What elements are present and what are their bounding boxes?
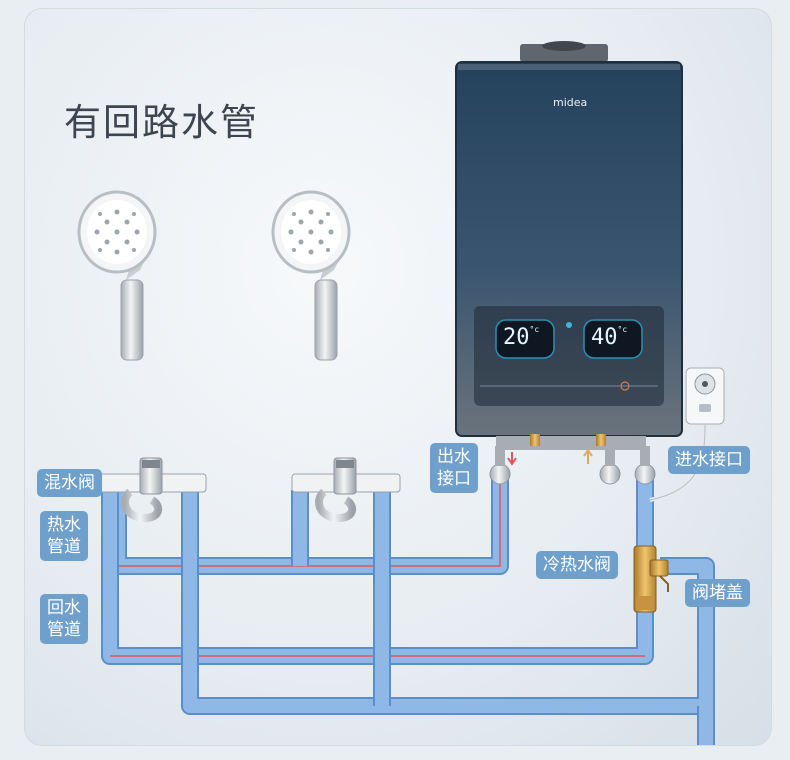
label-return-pipe: 回水 管道 [40, 594, 88, 644]
display-right: 40°c [591, 325, 627, 350]
label-cold-hot-valve-text: 冷热水阀 [543, 555, 611, 575]
label-cold-hot-valve: 冷热水阀 [536, 551, 618, 579]
label-outlet-line1: 出水 [437, 447, 471, 467]
label-return-pipe-line2: 管道 [47, 620, 81, 640]
shower-head-left [77, 190, 157, 470]
label-inlet: 进水接口 [668, 446, 750, 474]
label-hot-pipe-line2: 管道 [47, 537, 81, 557]
label-hot-pipe-line1: 热水 [47, 515, 81, 535]
mixing-valve-right [291, 457, 401, 523]
right-temp-value: 40 [591, 325, 618, 350]
left-temp-unit: °c [529, 325, 540, 334]
label-valve-cap: 阀堵盖 [685, 579, 750, 607]
right-temp-unit: °c [617, 325, 628, 334]
label-mixing-valve-text: 混水阀 [44, 473, 95, 493]
label-outlet-line2: 接口 [437, 469, 471, 489]
label-valve-cap-text: 阀堵盖 [692, 583, 743, 603]
label-outlet: 出水 接口 [430, 443, 478, 493]
label-hot-pipe: 热水 管道 [40, 511, 88, 561]
brand-logo: midea [553, 96, 588, 109]
display-left: 20°c [503, 325, 539, 350]
water-heater [455, 41, 683, 485]
label-mixing-valve: 混水阀 [37, 469, 102, 497]
mixing-valve-left [97, 457, 207, 523]
cold-water-pipe [181, 490, 715, 745]
label-inlet-text: 进水接口 [675, 450, 743, 470]
page-title: 有回路水管 [64, 101, 259, 144]
shower-head-right [271, 190, 351, 470]
label-return-pipe-line1: 回水 [47, 598, 81, 618]
left-temp-value: 20 [503, 325, 530, 350]
cold-hot-valve [633, 545, 669, 613]
